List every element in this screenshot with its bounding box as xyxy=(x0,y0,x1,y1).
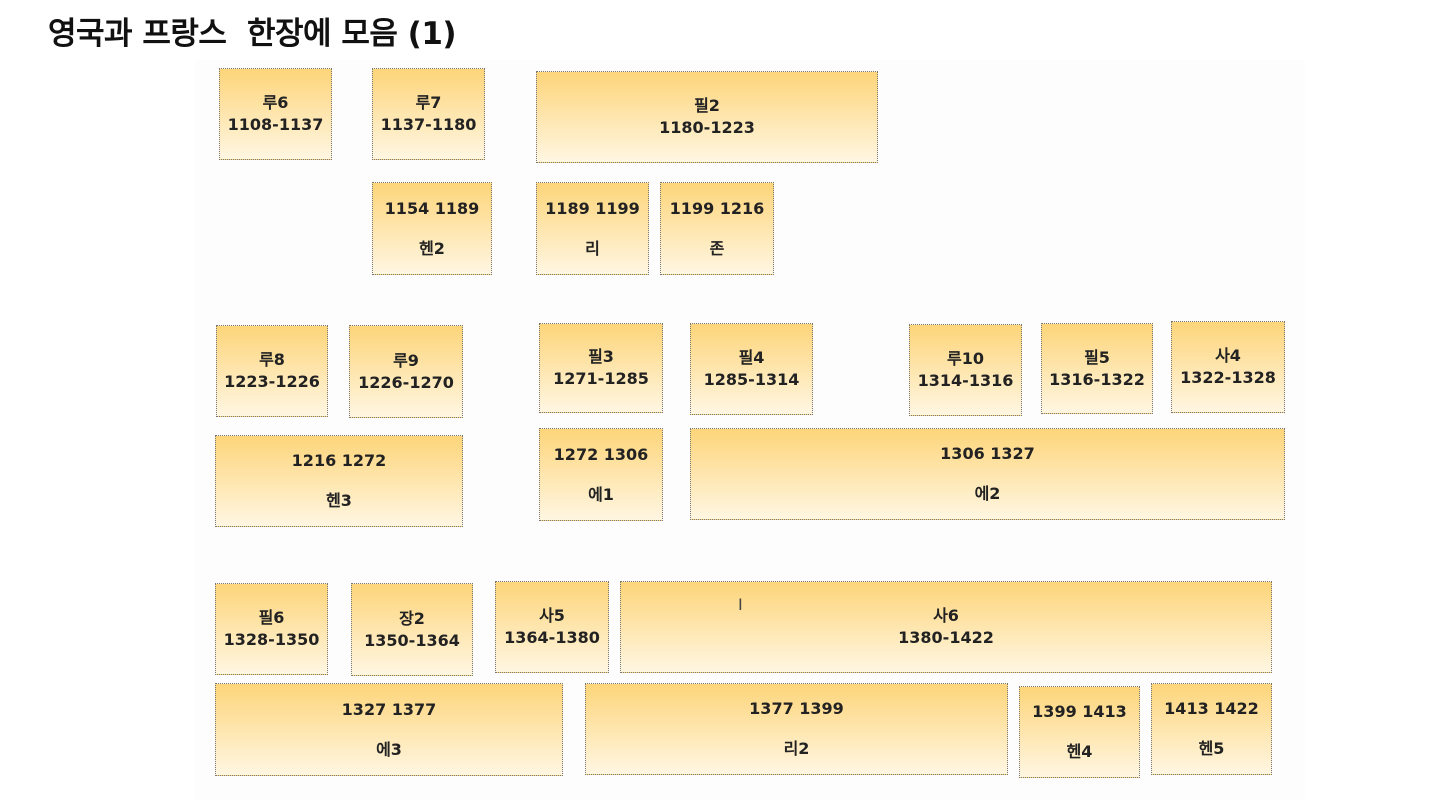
reign-box: 1399 1413 헨4 xyxy=(1019,686,1140,778)
box-line-2: 에1 xyxy=(588,484,614,504)
box-line-2: 리2 xyxy=(783,739,810,758)
reign-box: 1327 1377 에3 xyxy=(215,683,563,776)
box-line-2: 1180-1223 xyxy=(659,118,755,137)
box-line-2: 1380-1422 xyxy=(898,628,994,647)
box-line-1: 루9 xyxy=(393,350,419,370)
text-cursor-icon: I xyxy=(738,595,743,614)
box-line-1: 필2 xyxy=(694,96,720,115)
reign-box: 1154 1189 헨2 xyxy=(372,182,492,275)
ruler-box: 사5 1364-1380 xyxy=(495,581,609,673)
reign-box: 1272 1306 에1 xyxy=(539,428,663,521)
box-line-1: 1413 1422 xyxy=(1164,699,1259,718)
ruler-box: 루6 1108-1137 xyxy=(219,68,332,160)
box-line-1: 사4 xyxy=(1215,346,1241,365)
reign-box: 1199 1216 존 xyxy=(660,182,774,275)
box-line-1: 1306 1327 xyxy=(940,444,1035,463)
ruler-box: 루8 1223-1226 xyxy=(216,325,328,417)
box-line-1: 필4 xyxy=(738,348,765,367)
box-line-1: 1377 1399 xyxy=(749,699,844,718)
box-line-1: 장2 xyxy=(399,608,425,628)
box-line-2: 1322-1328 xyxy=(1180,368,1276,387)
box-line-2: 1108-1137 xyxy=(227,115,324,134)
box-line-1: 1272 1306 xyxy=(553,444,649,464)
box-line-2: 헨5 xyxy=(1198,739,1225,758)
box-line-1: 루6 xyxy=(262,93,289,112)
ruler-box: 루10 1314-1316 xyxy=(909,324,1022,416)
box-line-1: 루10 xyxy=(947,349,984,368)
slide-title: 영국과 프랑스 한장에 모음 (1) xyxy=(48,16,457,52)
reign-box: 1377 1399 리2 xyxy=(585,683,1008,775)
box-line-1: 1154 1189 xyxy=(384,198,480,218)
box-line-2: 1328-1350 xyxy=(223,630,320,649)
reign-box: 1189 1199 리 xyxy=(536,182,649,275)
ruler-box: 필6 1328-1350 xyxy=(215,583,328,675)
box-line-2: 1314-1316 xyxy=(917,371,1014,390)
box-line-2: 리 xyxy=(585,238,600,258)
box-line-2: 헨4 xyxy=(1066,742,1093,761)
box-line-1: 1216 1272 xyxy=(291,451,387,470)
box-line-2: 존 xyxy=(709,238,725,258)
box-line-1: 1327 1377 xyxy=(341,699,437,719)
box-line-2: 에2 xyxy=(974,484,1001,503)
box-line-1: 필5 xyxy=(1084,347,1110,367)
box-line-1: 1189 1199 xyxy=(545,198,640,218)
ruler-box: 필2 1180-1223 xyxy=(536,71,878,163)
box-line-1: 사6 xyxy=(933,606,959,625)
box-line-2: 에3 xyxy=(376,739,402,759)
box-line-2: 헨3 xyxy=(326,491,352,510)
box-line-1: 1399 1413 xyxy=(1032,702,1127,721)
box-line-1: 사5 xyxy=(539,606,565,625)
box-line-2: 1271-1285 xyxy=(553,369,649,388)
box-line-1: 루8 xyxy=(259,350,285,369)
box-line-1: 필6 xyxy=(258,608,285,627)
reign-box: 1413 1422 헨5 xyxy=(1151,683,1272,775)
ruler-box: 필4 1285-1314 xyxy=(690,323,813,415)
reign-box: 1306 1327 에2 xyxy=(690,428,1285,520)
box-line-1: 필3 xyxy=(588,347,614,366)
ruler-box: 사4 1322-1328 xyxy=(1171,321,1285,413)
ruler-box: 루7 1137-1180 xyxy=(372,68,485,160)
box-line-2: 헨2 xyxy=(419,238,445,258)
box-line-1: 루7 xyxy=(415,93,442,112)
box-line-2: 1364-1380 xyxy=(504,628,600,647)
box-line-2: 1226-1270 xyxy=(358,372,454,392)
reign-box: 1216 1272 헨3 xyxy=(215,435,463,527)
box-line-2: 1223-1226 xyxy=(224,372,320,391)
ruler-box: 사6 1380-1422 xyxy=(620,581,1272,673)
box-line-2: 1285-1314 xyxy=(703,370,800,389)
ruler-box: 필3 1271-1285 xyxy=(539,323,663,413)
box-line-2: 1316-1322 xyxy=(1049,369,1145,389)
box-line-2: 1137-1180 xyxy=(380,115,477,134)
box-line-2: 1350-1364 xyxy=(364,630,460,650)
box-line-1: 1199 1216 xyxy=(669,198,765,218)
